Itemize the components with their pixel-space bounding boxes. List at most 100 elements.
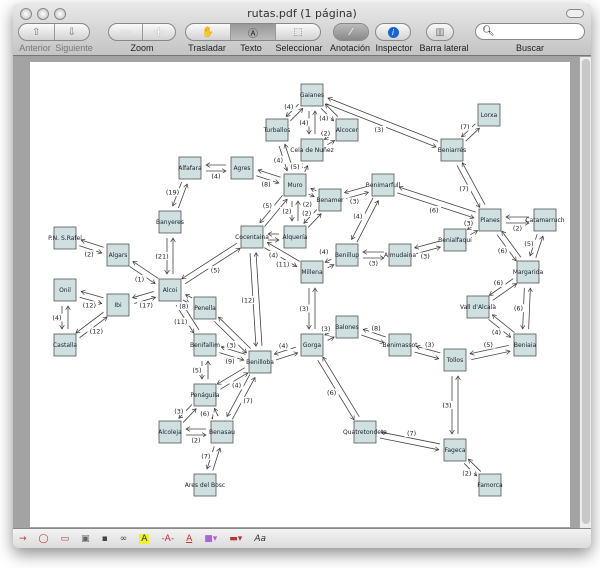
edge-label-background	[521, 239, 536, 248]
town-label: Lorxa	[481, 112, 498, 119]
town-label: Algars	[109, 252, 128, 259]
town-label: Penáguila	[190, 392, 220, 399]
route-edge	[133, 261, 159, 279]
oval-tool-icon[interactable]: ◯	[38, 533, 49, 544]
select-label: Seleccionar	[275, 43, 323, 53]
route-edge	[471, 351, 510, 360]
down-arrow-icon[interactable]: ⇩	[67, 26, 76, 38]
forward-label: Siguiente	[55, 43, 93, 53]
route-edge	[274, 346, 296, 354]
edge-weight-label: (6)	[429, 206, 438, 214]
route-edge	[462, 163, 486, 205]
edge-label-background	[299, 209, 314, 218]
edge-label-background	[366, 259, 381, 267]
edge-weight-label: (5)	[484, 341, 493, 349]
zoom-window-button[interactable]	[54, 8, 66, 20]
route-edge	[256, 175, 279, 183]
route-edge	[327, 265, 334, 268]
zoom-buttons: − +	[108, 23, 176, 41]
town-node	[478, 208, 502, 232]
town-node	[193, 473, 217, 497]
color-picker-icon[interactable]: ■▾	[204, 533, 218, 544]
sidebar-button[interactable]: ▥	[426, 23, 454, 41]
town-label: Balones	[335, 324, 359, 331]
edge-label-background	[259, 180, 274, 189]
route-edge	[307, 214, 321, 228]
underline-icon[interactable]: A	[186, 533, 193, 544]
route-edge	[328, 98, 439, 142]
route-edge	[529, 288, 531, 330]
route-edge	[345, 186, 367, 192]
route-edge	[380, 437, 439, 450]
font-icon[interactable]: Aa	[254, 533, 266, 544]
town-label: Gaianes	[300, 92, 324, 99]
rectangle-tool-icon[interactable]: ▭	[60, 533, 70, 544]
edge-weight-label: (17)	[140, 301, 153, 309]
line-color-icon[interactable]: ▬▾	[229, 533, 243, 544]
hand-icon[interactable]: ✋	[186, 24, 231, 40]
edge-label-background	[132, 275, 147, 284]
edge-weight-label: (7)	[243, 397, 252, 405]
town-node	[335, 118, 359, 142]
scroll-thumb[interactable]	[582, 59, 590, 524]
edge-weight-label: (4)	[269, 251, 278, 259]
route-edge	[468, 459, 482, 472]
route-edge	[399, 187, 476, 213]
town-label: Millena	[301, 269, 323, 276]
vertical-scrollbar[interactable]	[579, 57, 591, 528]
town-label: Banyeres	[156, 219, 184, 226]
highlight-icon[interactable]: A	[139, 533, 150, 544]
toolbar-toggle-button[interactable]	[566, 9, 584, 18]
up-arrow-icon[interactable]: ⇧	[19, 24, 55, 40]
edge-weight-label: (3)	[369, 259, 378, 267]
edge-weight-label: (3)	[421, 253, 430, 261]
town-node	[230, 156, 254, 180]
zoom-out-icon[interactable]: −	[109, 24, 143, 40]
route-edge	[129, 266, 155, 283]
edge-weight-label: (3)	[425, 341, 434, 349]
edge-label-background	[318, 324, 333, 333]
edge-label-background	[347, 197, 362, 206]
edge-weight-label: (6)	[327, 389, 336, 397]
route-edge	[182, 409, 196, 423]
town-label: Almudaina	[384, 252, 416, 259]
town-label: Benamer	[316, 197, 344, 204]
route-edge	[133, 291, 154, 298]
strikethrough-icon[interactable]: ‑A‑	[161, 533, 175, 544]
town-node	[477, 103, 501, 127]
close-button[interactable]	[20, 8, 32, 20]
town-label: Ares del Bosc	[185, 482, 225, 489]
route-edge	[492, 315, 515, 333]
edge-label-background	[198, 452, 213, 461]
zoom-in-icon[interactable]: +	[153, 24, 165, 40]
edge-weight-label: (12)	[83, 301, 96, 309]
town-node	[513, 333, 537, 357]
text-box-tool-icon[interactable]: ▣	[81, 533, 90, 544]
edge-label-background	[316, 114, 331, 123]
speech-bubble-icon[interactable]: ▪	[101, 533, 108, 544]
minimize-button[interactable]	[37, 8, 49, 20]
route-edge	[76, 311, 104, 333]
select-tool-icon[interactable]: ⬚	[293, 26, 303, 38]
inspector-button[interactable]: i	[375, 23, 411, 41]
arrow-tool-icon[interactable]: →	[19, 533, 27, 544]
town-label: Alcocer	[336, 127, 359, 134]
town-label: Penella	[194, 305, 216, 312]
route-edge	[397, 192, 474, 218]
link-icon[interactable]: ∞	[119, 533, 128, 544]
town-node	[158, 210, 182, 234]
sidebar-icon: ▥	[435, 26, 445, 38]
edge-weight-label: (4)	[284, 103, 293, 111]
town-node	[106, 243, 130, 267]
town-node	[53, 278, 77, 302]
edge-weight-label: (12)	[90, 328, 103, 336]
edge-label-background	[510, 224, 525, 232]
search-input[interactable]: 🔍︎	[475, 23, 585, 40]
edge-label-background	[458, 122, 473, 131]
town-label: Cela de Nuñez	[290, 147, 333, 154]
text-tool-icon[interactable]: Ⓐ	[231, 24, 276, 40]
annotate-button[interactable]: ⁄	[333, 23, 369, 41]
edge-label-background	[316, 247, 331, 256]
